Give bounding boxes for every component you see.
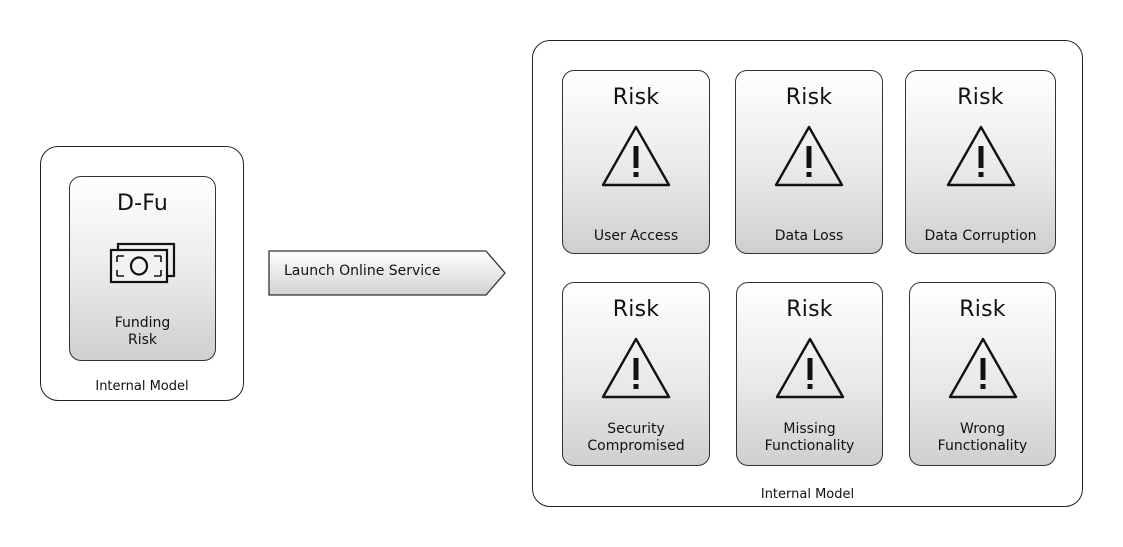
transition-label: Launch Online Service bbox=[284, 263, 441, 279]
model-label: Internal Model bbox=[760, 487, 855, 502]
card-title: Risk bbox=[786, 297, 833, 322]
card-caption: Security Compromised bbox=[587, 421, 685, 454]
model-label: Internal Model bbox=[95, 379, 189, 394]
warning-triangle-icon bbox=[600, 123, 672, 193]
risk-card-data-loss: Risk Data Loss bbox=[735, 70, 883, 254]
risk-card-user-access: Risk User Access bbox=[562, 70, 710, 254]
risk-card-missing-functionality: Risk Missing Functionality bbox=[736, 282, 883, 466]
warning-triangle-icon bbox=[774, 335, 846, 405]
left-internal-model: D-Fu Funding Risk Internal Model bbox=[40, 146, 244, 401]
risk-card-data-corruption: Risk Data Corruption bbox=[905, 70, 1056, 254]
card-caption: Funding Risk bbox=[114, 315, 171, 348]
warning-triangle-icon bbox=[773, 123, 845, 193]
card-title: Risk bbox=[785, 85, 833, 110]
right-internal-model: Risk User Access Risk Data Loss Risk bbox=[532, 40, 1083, 507]
funding-risk-card: D-Fu Funding Risk bbox=[69, 176, 216, 361]
card-title: Risk bbox=[959, 297, 1006, 322]
card-caption: Data Corruption bbox=[924, 228, 1037, 244]
card-title: Risk bbox=[612, 85, 660, 110]
card-title: Risk bbox=[612, 297, 660, 322]
transition-arrow bbox=[268, 250, 506, 296]
card-title: D-Fu bbox=[116, 191, 169, 216]
card-title: Risk bbox=[957, 85, 1004, 110]
banknotes-icon bbox=[107, 241, 179, 289]
card-caption: User Access bbox=[593, 228, 679, 244]
card-caption: Data Loss bbox=[774, 228, 844, 244]
warning-triangle-icon bbox=[947, 335, 1019, 405]
card-caption: Missing Functionality bbox=[764, 421, 855, 454]
card-caption: Wrong Functionality bbox=[937, 421, 1028, 454]
risk-card-wrong-functionality: Risk Wrong Functionality bbox=[909, 282, 1056, 466]
warning-triangle-icon bbox=[945, 123, 1017, 193]
risk-card-security-compromised: Risk Security Compromised bbox=[562, 282, 710, 466]
warning-triangle-icon bbox=[600, 335, 672, 405]
